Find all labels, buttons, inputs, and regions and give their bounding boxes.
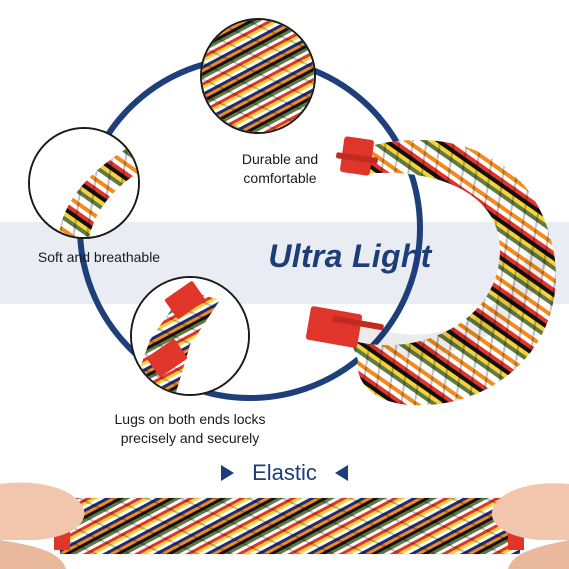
finger-right	[491, 483, 569, 540]
lug-bottom	[305, 306, 363, 348]
watch-band-large	[305, 136, 556, 406]
callout-label-lugs: Lugs on both ends locks precisely and se…	[114, 411, 266, 446]
finger-left	[0, 482, 85, 540]
headline-ultra-light: Ultra Light	[268, 238, 432, 274]
callout-circle-lugs	[130, 276, 250, 396]
callout-label-soft: Soft and breathable	[37, 249, 161, 265]
triangle-right-icon	[221, 465, 235, 481]
triangle-left-icon	[334, 465, 348, 481]
elastic-label: Elastic	[252, 460, 317, 485]
stretched-band	[0, 482, 569, 569]
elastic-row: Elastic	[0, 456, 569, 490]
callout-label-durable: Durable and comfortable	[241, 151, 319, 186]
callout-circle-durable	[200, 18, 316, 134]
callout-circle-soft	[28, 127, 140, 239]
